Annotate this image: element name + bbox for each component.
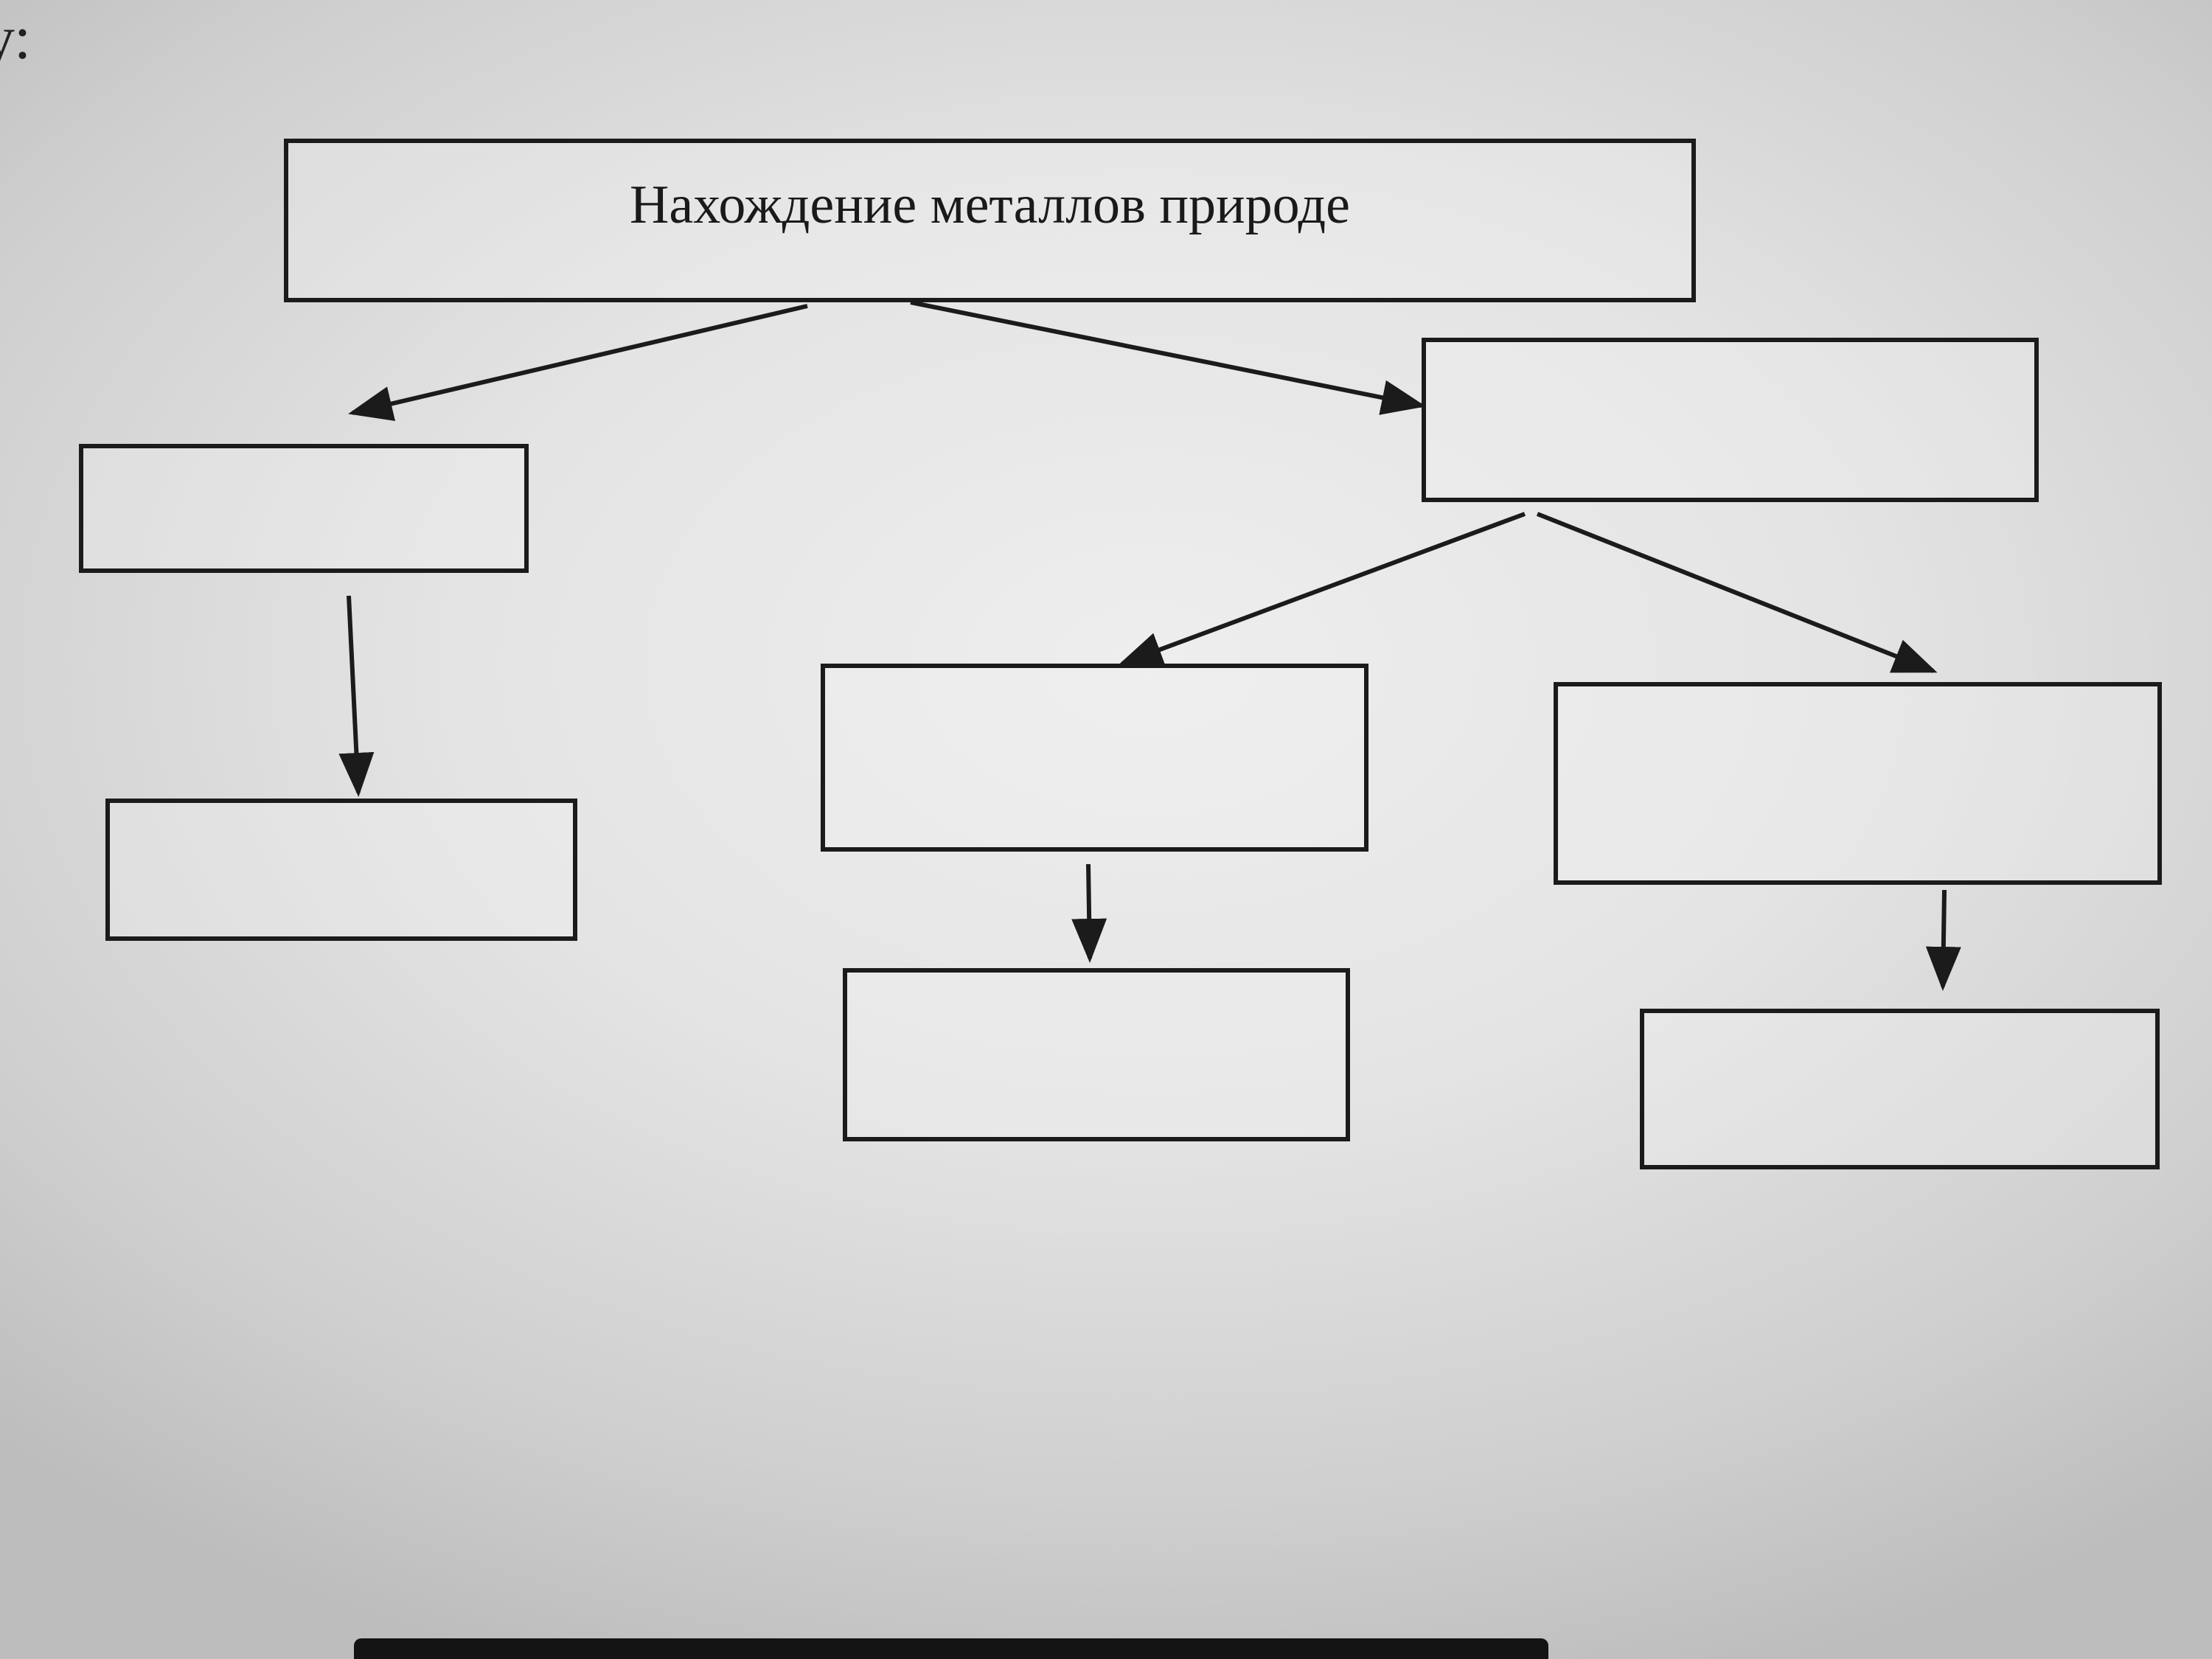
right-branch-box [1422,338,2039,502]
right-sub-right-result-box [1640,1009,2160,1169]
screen-bezel-edge [354,1638,1548,1659]
arrow-sub-right-down [1925,889,1961,991]
left-branch-box [79,444,529,573]
arrow-right-to-sub-right [1536,512,1938,673]
right-sub-left-box [821,664,1368,852]
arrow-sub-left-down [1071,863,1107,963]
root-box-label: Нахождение металлов природе [629,175,1351,235]
arrow-root-to-left [348,304,808,422]
right-sub-left-result-box [843,968,1350,1141]
arrow-left-down [338,595,375,797]
right-sub-right-box [1554,682,2162,885]
partial-instruction-text: у: [0,4,32,72]
left-branch-result-box [105,799,577,941]
arrow-right-to-sub-left [1118,512,1526,667]
arrow-root-to-right [910,300,1426,415]
root-box: Нахождение металлов природе [284,139,1696,302]
